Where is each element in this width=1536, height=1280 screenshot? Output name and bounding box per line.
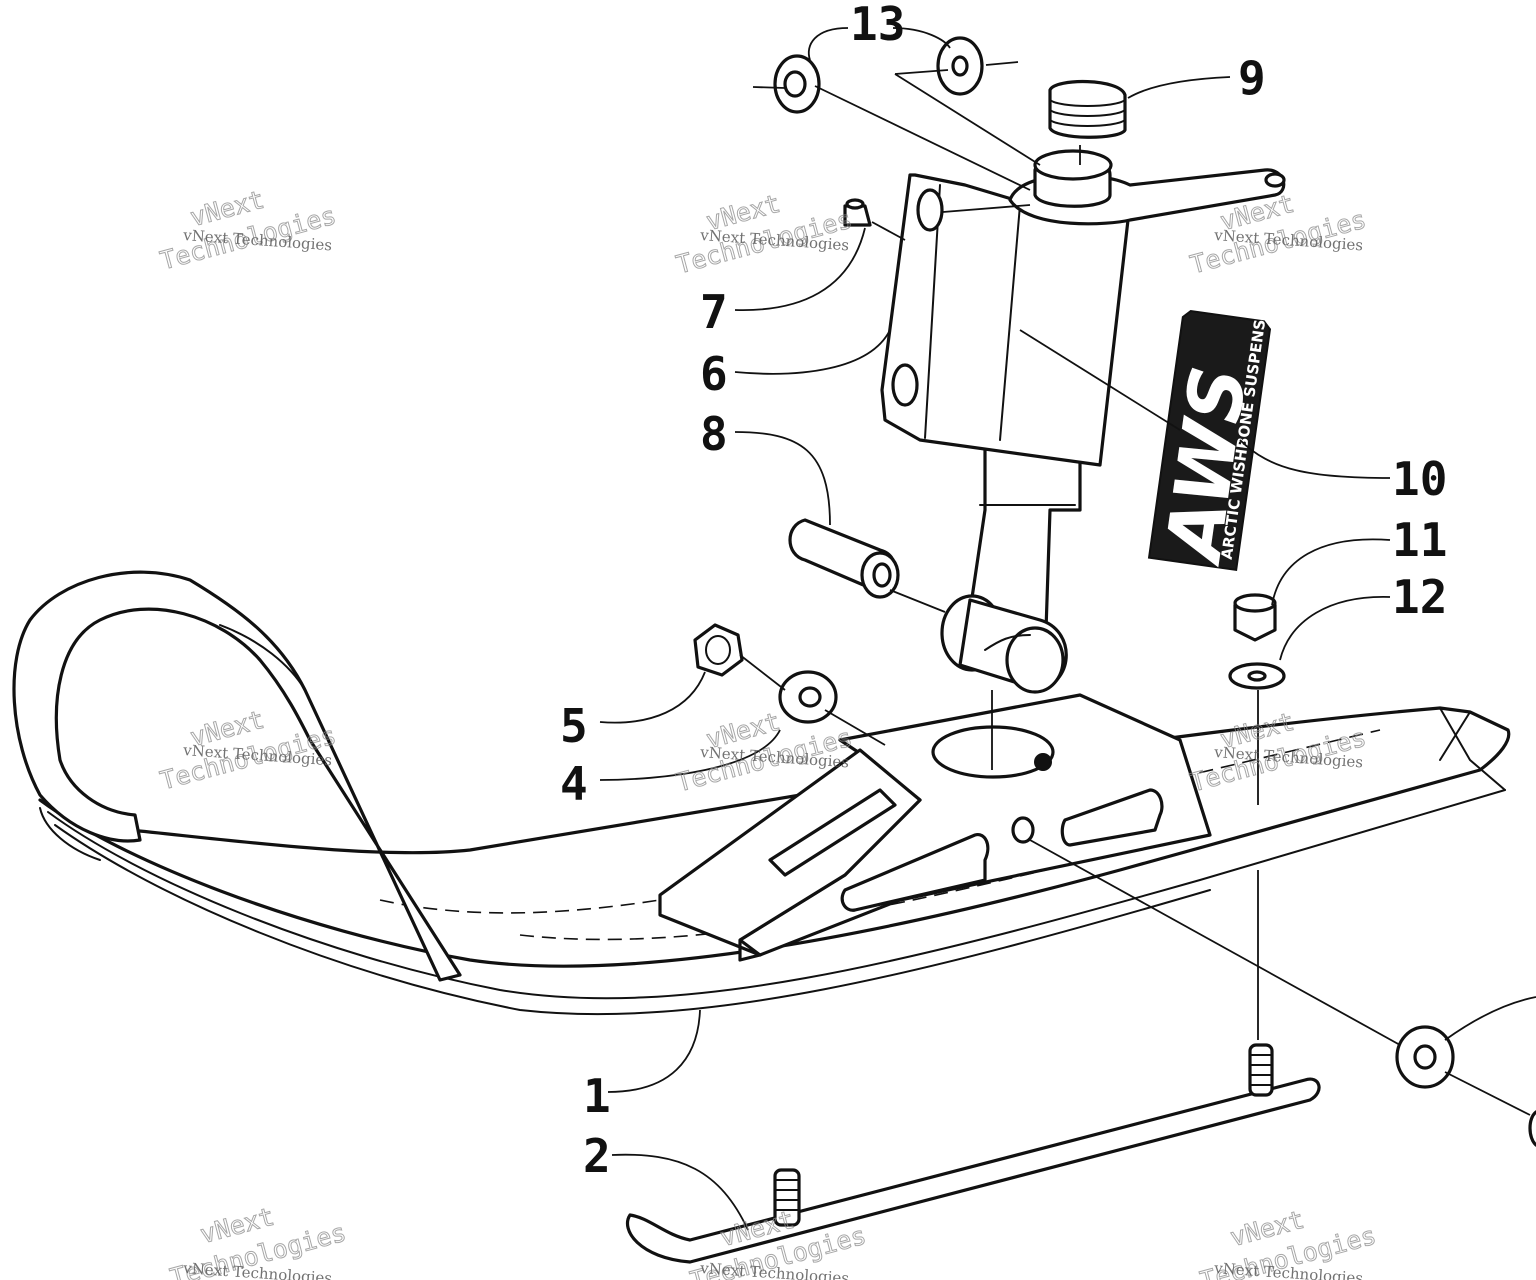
callout-13: 13 <box>850 0 905 51</box>
bushing-washer-left <box>773 54 821 114</box>
side-washer-part <box>1395 1025 1536 1147</box>
callout-9: 9 <box>1238 51 1266 105</box>
nut-part <box>693 623 744 677</box>
aws-decal: AWS ARCTIC WISHBONE SUSPENSION <box>1147 288 1273 572</box>
bushing-washer-right <box>936 36 984 96</box>
callout-6: 6 <box>700 347 728 401</box>
callout-2: 2 <box>583 1129 611 1183</box>
callout-10: 10 <box>1392 452 1447 506</box>
plug-part <box>1048 80 1127 139</box>
callout-8: 8 <box>700 407 728 461</box>
ski-handle-loop <box>12 570 462 982</box>
callout-numbers: 1 2 4 5 6 7 8 9 10 11 12 13 <box>560 0 1447 1183</box>
wear-bar-part <box>625 1043 1321 1264</box>
watermark-tl: vNext Technologies <box>157 184 340 276</box>
callout-5: 5 <box>560 699 588 753</box>
spindle-housing-part <box>880 173 1130 694</box>
bushing-part <box>788 518 900 599</box>
watermark-tc: vNext Technologies <box>673 188 856 280</box>
washer-part <box>778 670 838 724</box>
assembly-lines <box>739 61 1531 1116</box>
grease-fitting-part <box>843 198 872 227</box>
lock-nut-part <box>1233 593 1277 642</box>
callout-12: 12 <box>1392 570 1447 624</box>
callout-1: 1 <box>583 1069 611 1123</box>
callout-4: 4 <box>560 757 588 811</box>
callout-7: 7 <box>700 285 728 339</box>
flat-washer-part <box>1228 662 1286 690</box>
callout-leaders <box>599 27 1536 1231</box>
steering-arm-part <box>1008 149 1286 226</box>
spindle-bracket <box>658 693 1212 962</box>
callout-11: 11 <box>1392 513 1447 567</box>
